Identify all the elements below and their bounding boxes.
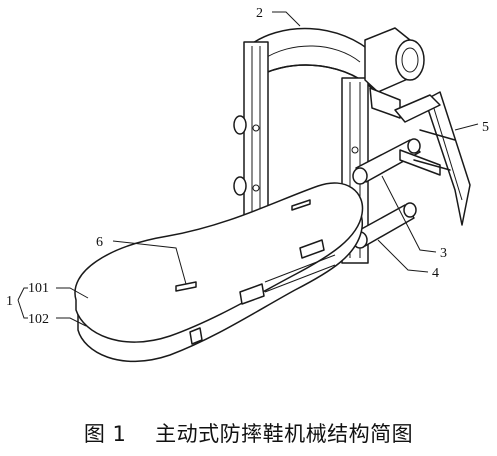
upper-linkage-arm [352,138,441,185]
label-6: 6 [96,235,103,250]
shoe-sole [74,182,364,363]
label-2: 2 [256,6,263,21]
label-1: 1 [6,294,13,309]
motor-housing [364,27,425,119]
left-vertical-bracket [233,41,269,233]
label-3: 3 [440,246,447,261]
label-5: 5 [482,120,489,135]
figure-caption: 图 1 主动式防摔鞋机械结构简图 [83,422,414,446]
support-blade [394,91,471,226]
leader-lines [17,11,479,327]
label-101: 101 [28,281,49,296]
label-4: 4 [432,266,439,281]
label-102: 102 [28,312,49,327]
